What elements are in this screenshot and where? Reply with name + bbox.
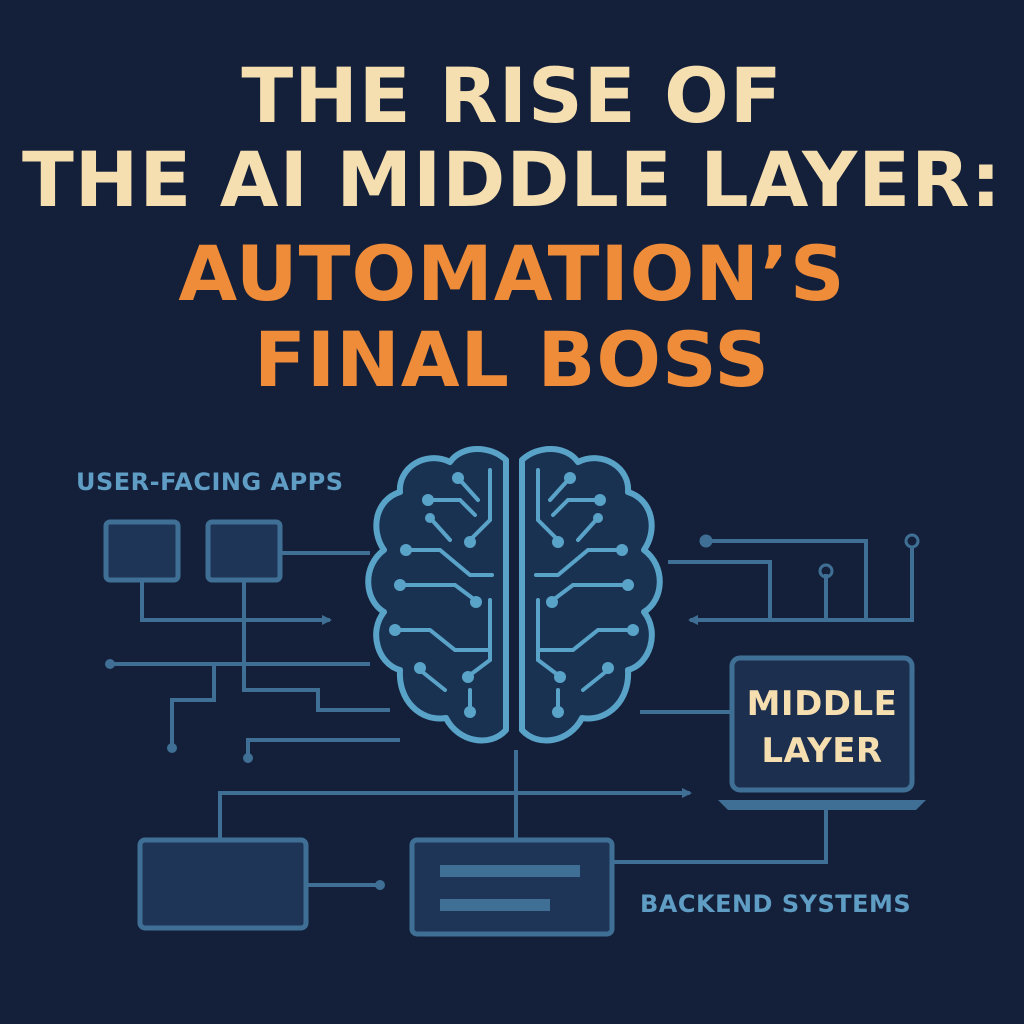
title-line-2: THE AI MIDDLE LAYER: (21, 135, 1003, 224)
backend-systems-label: BACKEND SYSTEMS (640, 890, 911, 918)
server-icon (409, 837, 615, 937)
middle-layer-label-2: LAYER (761, 731, 882, 771)
connector-dots-right (699, 533, 920, 579)
user-facing-apps-label: USER-FACING APPS (76, 468, 344, 496)
title-line-3: AUTOMATION’S (178, 229, 846, 318)
title-line-4: FINAL BOSS (253, 315, 771, 404)
right-connectors (514, 539, 914, 864)
brain-circuit-icon (365, 446, 663, 744)
app-window-icon (103, 519, 181, 583)
title-line-1: THE RISE OF (241, 51, 783, 140)
laptop-icon (718, 655, 926, 810)
middle-layer-label-1: MIDDLE (747, 684, 898, 724)
left-connectors (110, 551, 692, 887)
app-window-icon (205, 519, 283, 583)
connector-dots-left (105, 659, 385, 890)
server-icon (137, 837, 309, 931)
